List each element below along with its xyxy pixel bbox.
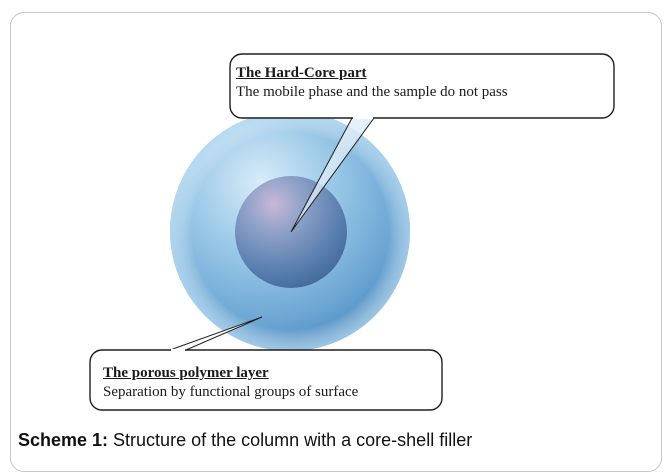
porous-layer-title: The porous polymer layer	[103, 365, 269, 381]
figure-caption: Scheme 1: Structure of the column with a…	[18, 430, 472, 451]
porous-layer-description: Separation by functional groups of surfa…	[103, 383, 359, 400]
hard-core-title: The Hard-Core part	[236, 65, 367, 81]
porous-layer-callout: The porous polymer layer Separation by f…	[103, 364, 358, 402]
porous-layer-callout-box	[89, 349, 443, 411]
caption-label: Scheme 1:	[18, 430, 109, 450]
hard-core-callout: The Hard-Core part The mobile phase and …	[236, 64, 508, 102]
hard-core-description: The mobile phase and the sample do not p…	[236, 83, 508, 100]
caption-text: Structure of the column with a core-shel…	[108, 430, 473, 450]
hard-core-callout-box	[229, 53, 615, 119]
